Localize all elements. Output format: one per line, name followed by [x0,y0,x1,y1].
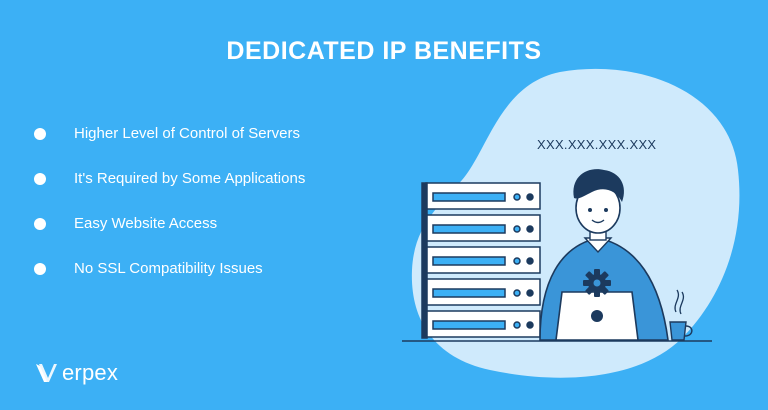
ip-address-label: XXX.XXX.XXX.XXX [537,137,657,152]
bullet-icon [34,218,46,230]
verpex-logo-icon [36,364,57,382]
laptop-icon [555,291,639,341]
bullet-icon [34,128,46,140]
bullet-icon [34,173,46,185]
gear-icon [583,269,611,297]
benefit-text: Easy Website Access [74,215,218,232]
benefit-item: Higher Level of Control of Servers [34,124,305,169]
benefits-list: Higher Level of Control of Servers It's … [34,124,305,304]
benefit-item: It's Required by Some Applications [34,169,305,214]
server-rack-icon [421,182,541,339]
logo-wordmark: erpex [62,360,119,385]
benefit-text: Higher Level of Control of Servers [74,125,300,142]
benefit-item: Easy Website Access [34,214,305,259]
page-title: DEDICATED IP BENEFITS [226,37,542,65]
benefit-item: No SSL Compatibility Issues [34,259,305,304]
benefit-text: It's Required by Some Applications [74,170,306,187]
coffee-mug-icon [669,289,693,341]
benefit-text: No SSL Compatibility Issues [74,260,263,277]
bullet-icon [34,263,46,275]
verpex-logo: erpex [34,360,118,386]
